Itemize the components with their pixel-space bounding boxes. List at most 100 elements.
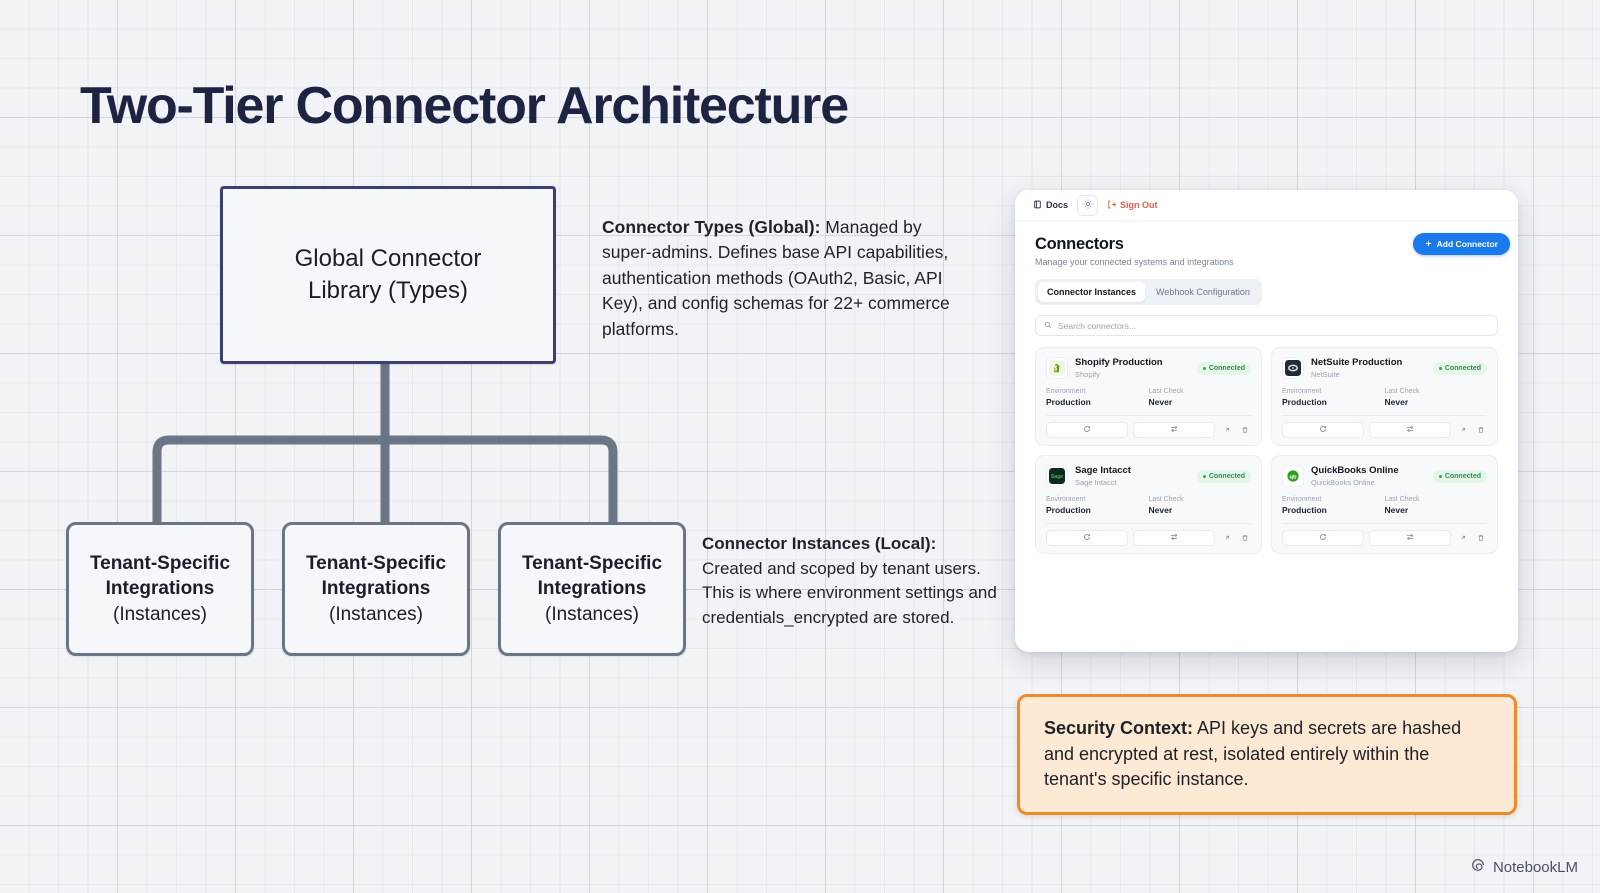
card-header: qb QuickBooks Online QuickBooks Online C… <box>1282 465 1487 487</box>
connector-name: NetSuite Production <box>1311 357 1403 369</box>
test-connection-button[interactable] <box>1282 422 1364 438</box>
connectors-heading: Connectors <box>1035 235 1124 253</box>
configure-button[interactable] <box>1369 422 1451 438</box>
environment-value: Production <box>1282 397 1327 407</box>
tab-webhook-configuration[interactable]: Webhook Configuration <box>1156 287 1250 297</box>
test-connection-button[interactable] <box>1046 530 1128 546</box>
environment-col: Environment Production <box>1046 388 1149 407</box>
plus-icon <box>1425 239 1432 249</box>
open-external-icon[interactable] <box>1456 532 1469 545</box>
last-check-value: Never <box>1384 397 1409 407</box>
node-c3-line3: (Instances) <box>545 603 639 625</box>
node-tenant-instances-1: Tenant-Specific Integrations (Instances) <box>66 522 254 656</box>
last-check-label: Last Check <box>1148 388 1184 395</box>
sliders-icon <box>1406 532 1414 544</box>
last-check-col: Last Check Never <box>1385 496 1488 515</box>
card-header: NetSuite Production NetSuite Connected <box>1282 357 1487 379</box>
status-dot-icon <box>1438 474 1442 478</box>
sign-out-button[interactable]: Sign Out <box>1107 200 1158 211</box>
notebooklm-watermark: NotebookLM <box>1470 857 1578 877</box>
node-c1-line3: (Instances) <box>113 603 207 625</box>
connector-card-netsuite[interactable]: NetSuite Production NetSuite Connected E… <box>1271 347 1498 446</box>
last-check-value: Never <box>1148 505 1173 515</box>
status-label: Connected <box>1208 472 1245 480</box>
svg-text:Sage: Sage <box>1051 474 1063 480</box>
open-external-icon[interactable] <box>1220 532 1233 545</box>
sliders-icon <box>1406 424 1414 436</box>
configure-button[interactable] <box>1133 422 1215 438</box>
connector-type: NetSuite <box>1311 369 1340 379</box>
logout-icon <box>1107 200 1117 211</box>
refresh-icon <box>1319 532 1327 544</box>
connector-type: Sage Intacct <box>1075 477 1117 487</box>
quickbooks-logo-icon: qb <box>1282 465 1304 487</box>
configure-button[interactable] <box>1369 530 1451 546</box>
delete-icon[interactable] <box>1238 532 1251 545</box>
search-connectors-field[interactable]: Search connectors... <box>1035 315 1498 336</box>
refresh-icon <box>1083 424 1091 436</box>
environment-col: Environment Production <box>1282 496 1385 515</box>
environment-label: Environment <box>1282 496 1322 503</box>
environment-value: Production <box>1282 505 1327 515</box>
node-c2-line3: (Instances) <box>329 603 423 625</box>
status-badge: Connected <box>1196 469 1251 483</box>
status-dot-icon <box>1202 366 1206 370</box>
connector-name: Shopify Production <box>1075 357 1163 369</box>
delete-icon[interactable] <box>1474 532 1487 545</box>
security-context-heading: Security Context: <box>1044 718 1194 738</box>
refresh-icon <box>1083 532 1091 544</box>
node-c3-line1: Tenant-Specific <box>521 552 663 574</box>
docs-link[interactable]: Docs <box>1033 200 1068 211</box>
configure-button[interactable] <box>1133 530 1215 546</box>
status-dot-icon <box>1438 366 1442 370</box>
notebooklm-label: NotebookLM <box>1492 858 1578 876</box>
theme-toggle-button[interactable] <box>1077 194 1099 216</box>
annotation-connector-instances-heading: Connector Instances (Local): <box>702 534 937 553</box>
sliders-icon <box>1170 424 1178 436</box>
card-title-block: NetSuite Production NetSuite <box>1311 357 1402 378</box>
sign-out-label: Sign Out <box>1120 200 1158 210</box>
delete-icon[interactable] <box>1238 424 1251 437</box>
connector-card-sage-intacct[interactable]: Sage Sage Intacct Sage Intacct Connected… <box>1035 455 1262 554</box>
card-meta: Environment Production Last Check Never <box>1046 388 1251 407</box>
sliders-icon <box>1170 532 1178 544</box>
book-icon <box>1033 200 1042 211</box>
node-c3-line2: Integrations <box>537 578 647 600</box>
status-label: Connected <box>1444 364 1481 372</box>
connectors-app-screenshot: Docs Sign Out Connectors Manage your con… <box>1015 190 1518 652</box>
page-title: Two-Tier Connector Architecture <box>80 77 849 135</box>
add-connector-label: Add Connector <box>1436 239 1498 249</box>
last-check-col: Last Check Never <box>1149 388 1252 407</box>
tab-connector-instances[interactable]: Connector Instances <box>1038 282 1146 302</box>
docs-label: Docs <box>1046 200 1069 210</box>
sun-icon <box>1083 199 1093 212</box>
last-check-col: Last Check Never <box>1385 388 1488 407</box>
open-external-icon[interactable] <box>1456 424 1469 437</box>
status-dot-icon <box>1202 474 1206 478</box>
card-meta: Environment Production Last Check Never <box>1282 388 1487 407</box>
card-actions <box>1282 415 1487 445</box>
notebooklm-spiral-icon <box>1470 857 1486 877</box>
environment-label: Environment <box>1046 388 1086 395</box>
open-external-icon[interactable] <box>1220 424 1233 437</box>
test-connection-button[interactable] <box>1046 422 1128 438</box>
last-check-col: Last Check Never <box>1149 496 1252 515</box>
app-topbar: Docs Sign Out <box>1015 190 1518 221</box>
annotation-connector-instances: Connector Instances (Local): Created and… <box>702 532 997 631</box>
environment-value: Production <box>1046 505 1091 515</box>
environment-label: Environment <box>1282 388 1322 395</box>
node-root-line1: Global Connector <box>294 244 482 272</box>
connector-card-quickbooks-online[interactable]: qb QuickBooks Online QuickBooks Online C… <box>1271 455 1498 554</box>
search-placeholder: Search connectors... <box>1058 320 1136 331</box>
connector-card-shopify[interactable]: Shopify Production Shopify Connected Env… <box>1035 347 1262 446</box>
architecture-diagram: Global Connector Library (Types) Tenant-… <box>66 186 997 656</box>
delete-icon[interactable] <box>1474 424 1487 437</box>
status-label: Connected <box>1444 472 1481 480</box>
test-connection-button[interactable] <box>1282 530 1364 546</box>
add-connector-button[interactable]: Add Connector <box>1412 233 1510 255</box>
card-meta: Environment Production Last Check Never <box>1282 496 1487 515</box>
status-badge: Connected <box>1432 361 1487 375</box>
annotation-connector-types: Connector Types (Global): Managed by sup… <box>602 215 962 342</box>
security-context-callout: Security Context: API keys and secrets a… <box>1017 694 1517 815</box>
environment-col: Environment Production <box>1046 496 1149 515</box>
